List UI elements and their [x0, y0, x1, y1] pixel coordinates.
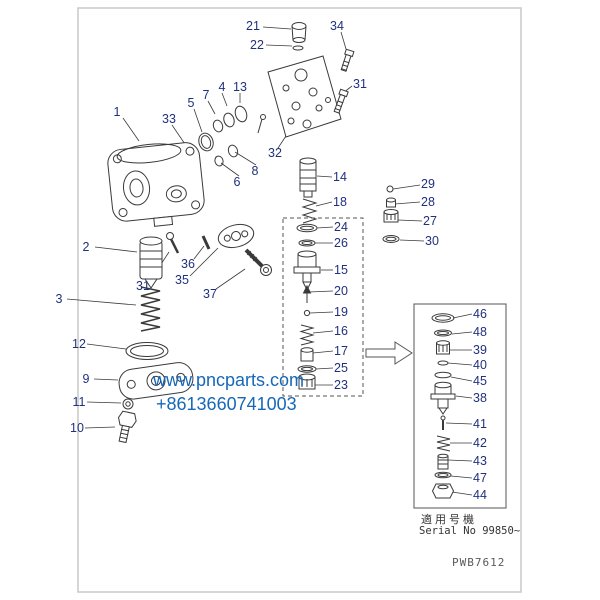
part-bolt-31-lower [166, 232, 180, 254]
part-bolt-37 [244, 248, 272, 276]
part-bolt-10 [117, 410, 137, 444]
part-top-block [267, 55, 342, 138]
part-bolt-34 [340, 48, 355, 72]
variant-box [413, 303, 507, 509]
part-small-column [382, 185, 400, 243]
part-stud-32 [257, 114, 266, 134]
part-spring-18 [301, 198, 318, 224]
part-cartridge-2 [139, 236, 163, 289]
part-flange-9 [118, 362, 194, 400]
part-oring-cluster [198, 105, 248, 167]
subassembly-parts [293, 223, 321, 390]
part-spring-3 [140, 286, 161, 332]
part-valve-body [107, 142, 205, 227]
part-washer-11 [122, 398, 134, 410]
part-plug-top [291, 22, 307, 51]
part-valve-14 [299, 157, 317, 198]
arrow-icon [365, 341, 413, 365]
part-bolt-31-top [333, 88, 349, 114]
part-pin-36 [201, 235, 211, 250]
leader-lines [66, 26, 473, 496]
part-oring-12 [125, 342, 169, 360]
part-plate-35 [217, 223, 255, 249]
variant-parts [430, 313, 456, 499]
subassembly-box [282, 217, 364, 397]
